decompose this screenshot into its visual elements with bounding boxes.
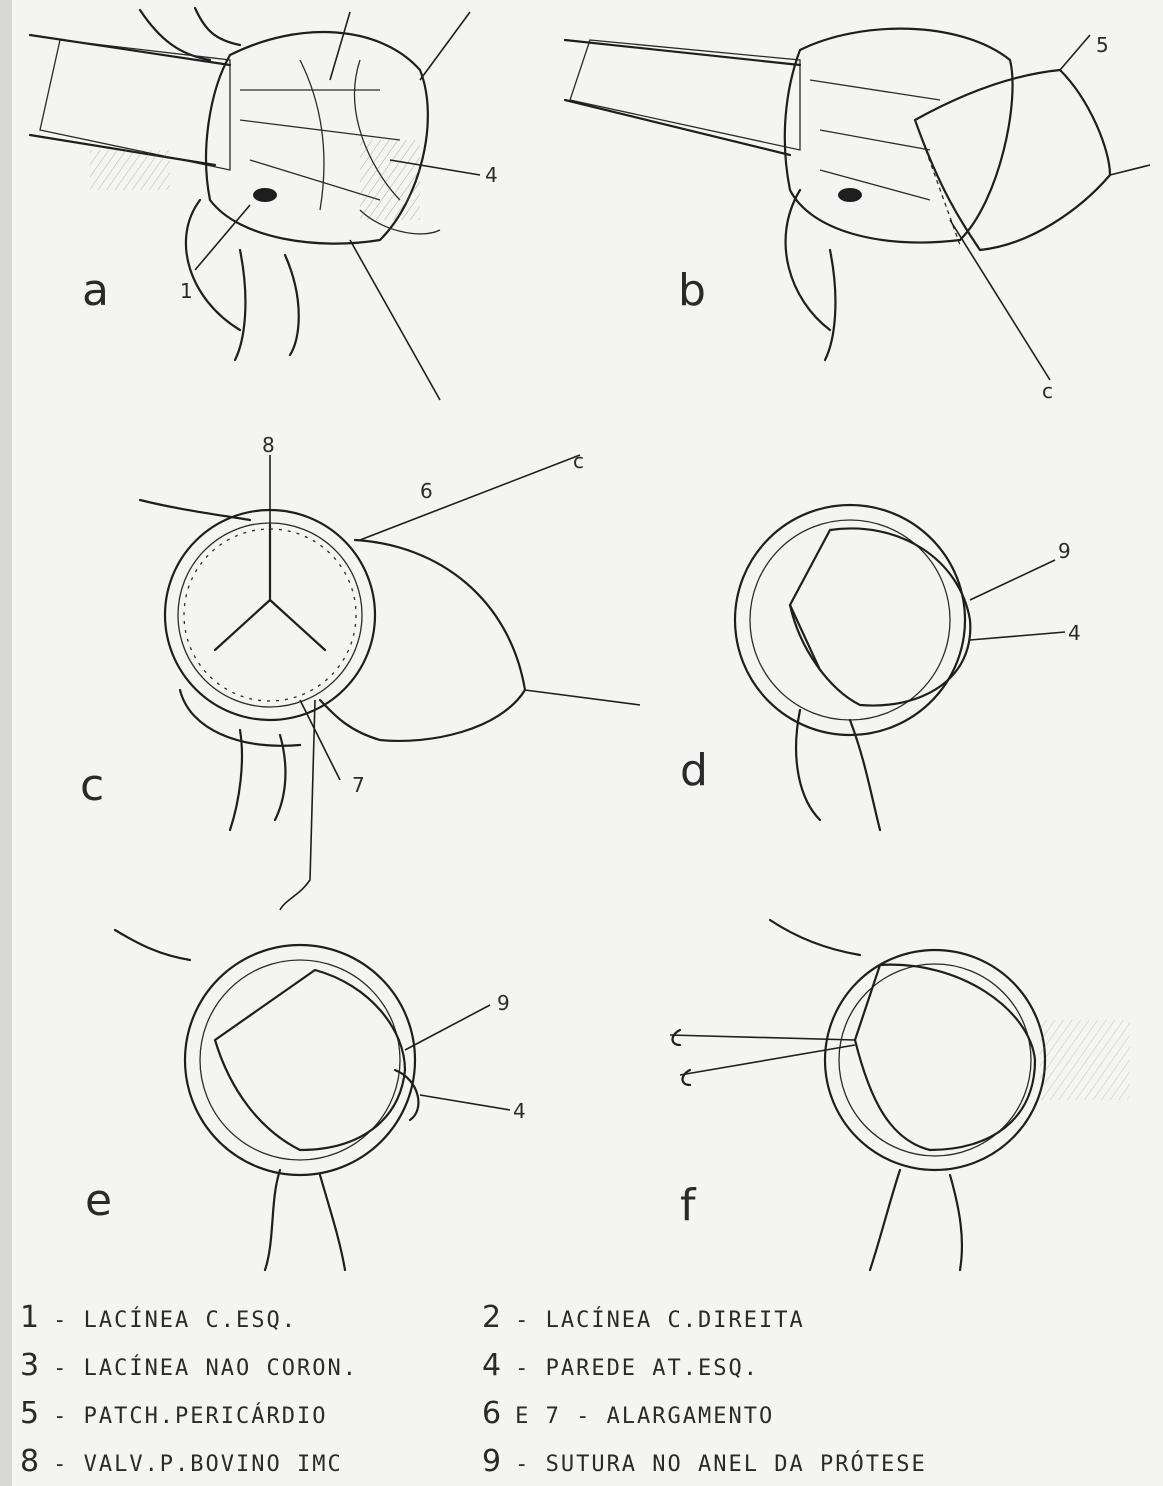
callout-7: 7 [352, 773, 365, 797]
callout-9-e: 9 [497, 991, 510, 1015]
legend: 1- LACÍNEA C.ESQ. 2- LACÍNEA C.DIREITA 3… [20, 1300, 1140, 1480]
panel-a: a 1 4 [30, 8, 498, 400]
panel-b: b 5 c [565, 29, 1150, 403]
panel-c: c 8 6 c 7 [80, 433, 640, 910]
panel-a-letter: a [82, 265, 109, 316]
legend-item-2: 2- LACÍNEA C.DIREITA [482, 1300, 805, 1335]
callout-4: 4 [485, 163, 498, 187]
legend-item-9: 9- SUTURA NO ANEL DA PRÓTESE [482, 1444, 927, 1479]
panel-f: f [670, 920, 1130, 1270]
callout-9-d: 9 [1058, 539, 1071, 563]
callout-4-d: 4 [1068, 621, 1081, 645]
panel-d-letter: d [680, 745, 708, 796]
legend-item-3: 3- LACÍNEA NAO CORON. [20, 1348, 358, 1383]
panel-e-letter: e [85, 1175, 112, 1226]
legend-item-5: 5- PATCH.PERICÁRDIO [20, 1396, 328, 1431]
callout-8: 8 [262, 433, 275, 457]
panel-e: e 9 4 [85, 930, 526, 1270]
callout-6: 6 [420, 479, 433, 503]
legend-item-8: 8- VALV.P.BOVINO IMC [20, 1444, 343, 1479]
panel-f-letter: f [680, 1180, 697, 1231]
panel-b-letter: b [678, 265, 706, 316]
callout-c-b: c [1042, 379, 1053, 403]
legend-item-1: 1- LACÍNEA C.ESQ. [20, 1300, 297, 1335]
callout-5: 5 [1096, 33, 1109, 57]
panel-c-letter: c [80, 760, 104, 811]
callout-1: 1 [180, 279, 193, 303]
callout-c-c: c [573, 449, 584, 473]
panel-d: d 9 4 [680, 505, 1081, 830]
legend-item-4: 4- PAREDE AT.ESQ. [482, 1348, 759, 1383]
callout-4-e: 4 [513, 1099, 526, 1123]
